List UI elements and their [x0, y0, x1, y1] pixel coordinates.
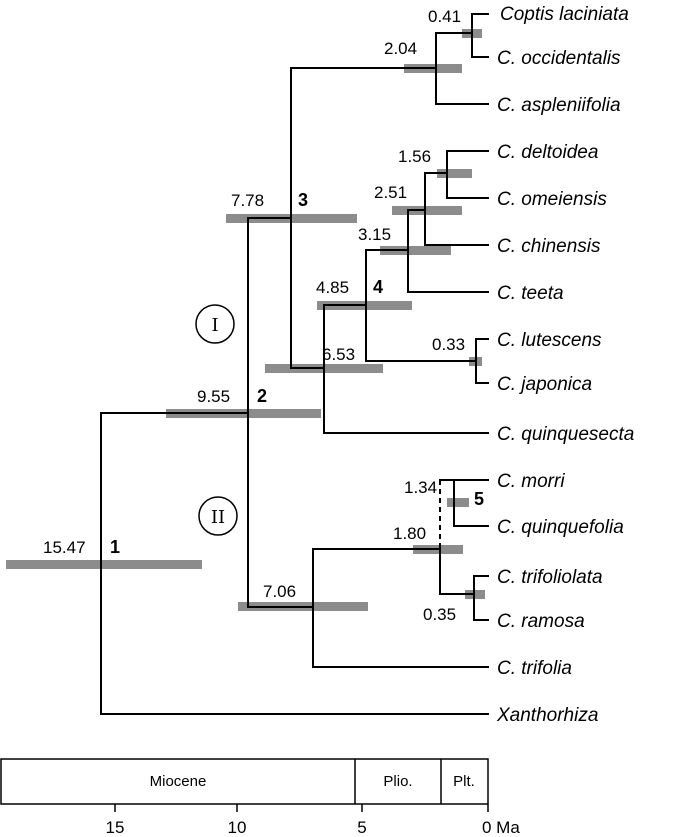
- ci-bar-node-156: [437, 169, 472, 178]
- tree-branches: [100, 13, 489, 715]
- age-label-204: 2.04: [384, 39, 417, 58]
- node-age-labels: 15.47 9.55 7.78 4.85 1.34 2.04 0.41 1.56…: [43, 7, 465, 624]
- timescale-box: [0, 758, 489, 805]
- taxon-label: C. teeta: [497, 283, 564, 304]
- age-label-653: 6.53: [322, 345, 355, 364]
- taxon-label: C. quinquefolia: [497, 517, 624, 538]
- age-label-node-1: 15.47: [43, 538, 86, 557]
- ci-bar-node-1: [6, 560, 202, 569]
- node-numbers: 1 2 3 4 5: [110, 190, 484, 557]
- taxon-label: C. lutescens: [497, 330, 602, 351]
- age-label-033: 0.33: [432, 335, 465, 354]
- tick-label: 10: [228, 818, 247, 837]
- ci-bar-node-5: [447, 498, 469, 507]
- age-label-035: 0.35: [423, 605, 456, 624]
- node-number-2: 2: [257, 386, 267, 406]
- node-number-1: 1: [110, 537, 120, 557]
- tick-label: 15: [106, 818, 125, 837]
- taxon-label: Xanthorhiza: [496, 705, 598, 726]
- age-label-041: 0.41: [428, 7, 461, 26]
- age-label-706: 7.06: [263, 582, 296, 601]
- clade-marker-i: [195, 304, 235, 344]
- ci-bar-node-315: [380, 246, 451, 255]
- age-label-180: 1.80: [393, 524, 426, 543]
- age-label-node-3: 7.78: [231, 191, 264, 210]
- node-number-3: 3: [298, 190, 308, 210]
- taxon-label: C. trifolia: [497, 658, 572, 679]
- taxon-label: C. occidentalis: [497, 48, 621, 69]
- age-label-node-5: 1.34: [404, 478, 437, 497]
- timescale: Miocene Plio. Plt. 15 10 5 0 Ma: [0, 758, 520, 837]
- epoch-pliocene: Plio.: [383, 773, 412, 790]
- taxon-label: C. deltoidea: [497, 142, 598, 163]
- clade-marker-ii: [198, 496, 238, 536]
- ci-bar-node-251: [392, 206, 462, 215]
- tick-label: 0 Ma: [482, 818, 520, 837]
- epoch-miocene: Miocene: [150, 773, 207, 790]
- taxon-label: C. chinensis: [497, 236, 601, 257]
- taxon-label: Coptis laciniata: [500, 4, 629, 25]
- taxon-label: C. aspleniifolia: [497, 95, 621, 116]
- age-label-251: 2.51: [374, 183, 407, 202]
- taxon-label: C. ramosa: [497, 611, 585, 632]
- taxon-label: C. japonica: [497, 374, 592, 395]
- tick-label: 5: [357, 818, 366, 837]
- clade-label-ii: II: [211, 507, 225, 528]
- clade-label-i: I: [211, 315, 218, 336]
- node-number-4: 4: [373, 277, 383, 297]
- epoch-pleistocene: Plt.: [453, 773, 475, 790]
- age-label-node-2: 9.55: [197, 387, 230, 406]
- clade-markers: I II: [195, 304, 238, 536]
- age-label-156: 1.56: [398, 147, 431, 166]
- taxon-label: C. quinquesecta: [497, 424, 634, 445]
- taxon-labels: Coptis laciniata C. occidentalis C. aspl…: [496, 4, 634, 726]
- taxon-label: C. omeiensis: [497, 189, 607, 210]
- taxon-label: C. morri: [497, 471, 565, 492]
- node-number-5: 5: [474, 489, 484, 509]
- age-label-315: 3.15: [358, 225, 391, 244]
- age-label-node-4: 4.85: [316, 278, 349, 297]
- taxon-label: C. trifoliolata: [497, 567, 603, 588]
